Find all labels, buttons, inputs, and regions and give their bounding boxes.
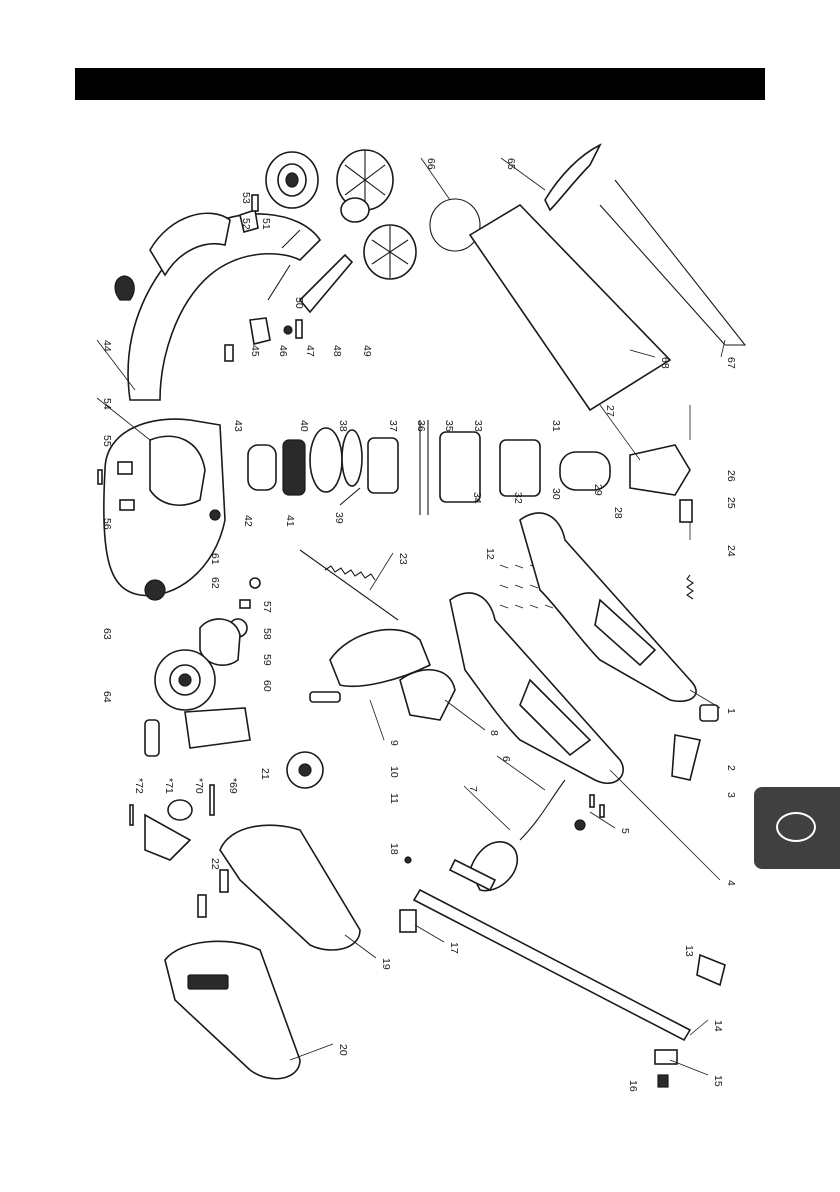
part-label-67: 67 <box>725 357 737 369</box>
part-label-25: 25 <box>725 497 737 509</box>
part-label-41: 41 <box>284 515 296 527</box>
part-label-49: 49 <box>361 345 373 357</box>
motor-cover <box>165 941 300 1078</box>
part-label-17: 17 <box>448 942 460 954</box>
part-label-35: 35 <box>443 420 455 432</box>
part-label-64: 64 <box>101 691 113 703</box>
part-label-9: 9 <box>388 740 400 746</box>
part-label-20: 20 <box>337 1044 349 1056</box>
parts-artwork <box>98 145 745 1087</box>
part-label-8: 8 <box>488 730 500 736</box>
part-label-40: 40 <box>298 420 310 432</box>
part-label-71: *71 <box>163 778 175 794</box>
wheel-top-left <box>266 152 318 208</box>
part-label-58: 58 <box>261 628 273 640</box>
part-label-14: 14 <box>712 1020 724 1032</box>
part-label-36: 36 <box>415 420 427 432</box>
part-label-15: 15 <box>712 1075 724 1087</box>
part-label-44: 44 <box>101 340 113 352</box>
part-label-3: 3 <box>725 792 737 798</box>
part-label-19: 19 <box>380 958 392 970</box>
part-label-34: 34 <box>471 492 483 504</box>
part-label-72: *72 <box>133 778 145 794</box>
pole-tube <box>414 890 690 1040</box>
part-label-43: 43 <box>232 420 244 432</box>
part-label-16: 16 <box>627 1080 639 1092</box>
part-label-59: 59 <box>261 654 273 666</box>
part-label-55: 55 <box>101 435 113 447</box>
part-label-48: 48 <box>331 345 343 357</box>
part-label-42: 42 <box>242 515 254 527</box>
part-label-38: 38 <box>337 420 349 432</box>
part-label-56: 56 <box>101 518 113 530</box>
grass-bag <box>470 205 670 410</box>
part-label-26: 26 <box>725 470 737 482</box>
part-label-13: 13 <box>683 945 695 957</box>
part-label-62: 62 <box>209 577 221 589</box>
part-label-53: 53 <box>240 192 252 204</box>
part-label-39: 39 <box>333 512 345 524</box>
part-label-69: *69 <box>227 778 239 794</box>
part-label-22: 22 <box>209 858 221 870</box>
lower-housing <box>220 825 360 950</box>
part-label-28: 28 <box>612 507 624 519</box>
part-label-18: 18 <box>388 843 400 855</box>
part-label-66: 66 <box>425 158 437 170</box>
wheel-gear-right <box>364 225 416 279</box>
part-label-63: 63 <box>101 628 113 640</box>
part-label-51: 51 <box>260 218 272 230</box>
part-label-1: 1 <box>725 708 737 714</box>
part-label-23: 23 <box>397 553 409 565</box>
part-label-5: 5 <box>619 828 631 834</box>
part-label-47: 47 <box>304 345 316 357</box>
part-label-54: 54 <box>101 398 113 410</box>
part-label-37: 37 <box>387 420 399 432</box>
part-label-68: 68 <box>659 357 671 369</box>
part-label-52: 52 <box>240 218 252 230</box>
part-label-46: 46 <box>277 345 289 357</box>
part-label-12: 12 <box>484 548 496 560</box>
part-label-32: 32 <box>512 492 524 504</box>
part-label-11: 11 <box>388 793 400 804</box>
part-label-50: 50 <box>293 297 305 309</box>
wheel-gear-top <box>337 150 393 222</box>
part-label-30: 30 <box>550 488 562 500</box>
part-label-21: 21 <box>259 768 271 780</box>
part-label-57: 57 <box>261 601 273 613</box>
part-label-10: 10 <box>388 766 400 778</box>
part-label-24: 24 <box>725 545 737 557</box>
part-label-4: 4 <box>725 880 737 886</box>
part-label-33: 33 <box>472 420 484 432</box>
part-label-45: 45 <box>249 345 261 357</box>
part-label-70: *70 <box>193 778 205 794</box>
part-label-60: 60 <box>261 680 273 692</box>
part-label-31: 31 <box>550 420 562 432</box>
part-label-27: 27 <box>604 405 616 417</box>
part-label-29: 29 <box>592 484 604 496</box>
part-label-61: 61 <box>209 553 221 565</box>
part-label-2: 2 <box>725 765 737 771</box>
